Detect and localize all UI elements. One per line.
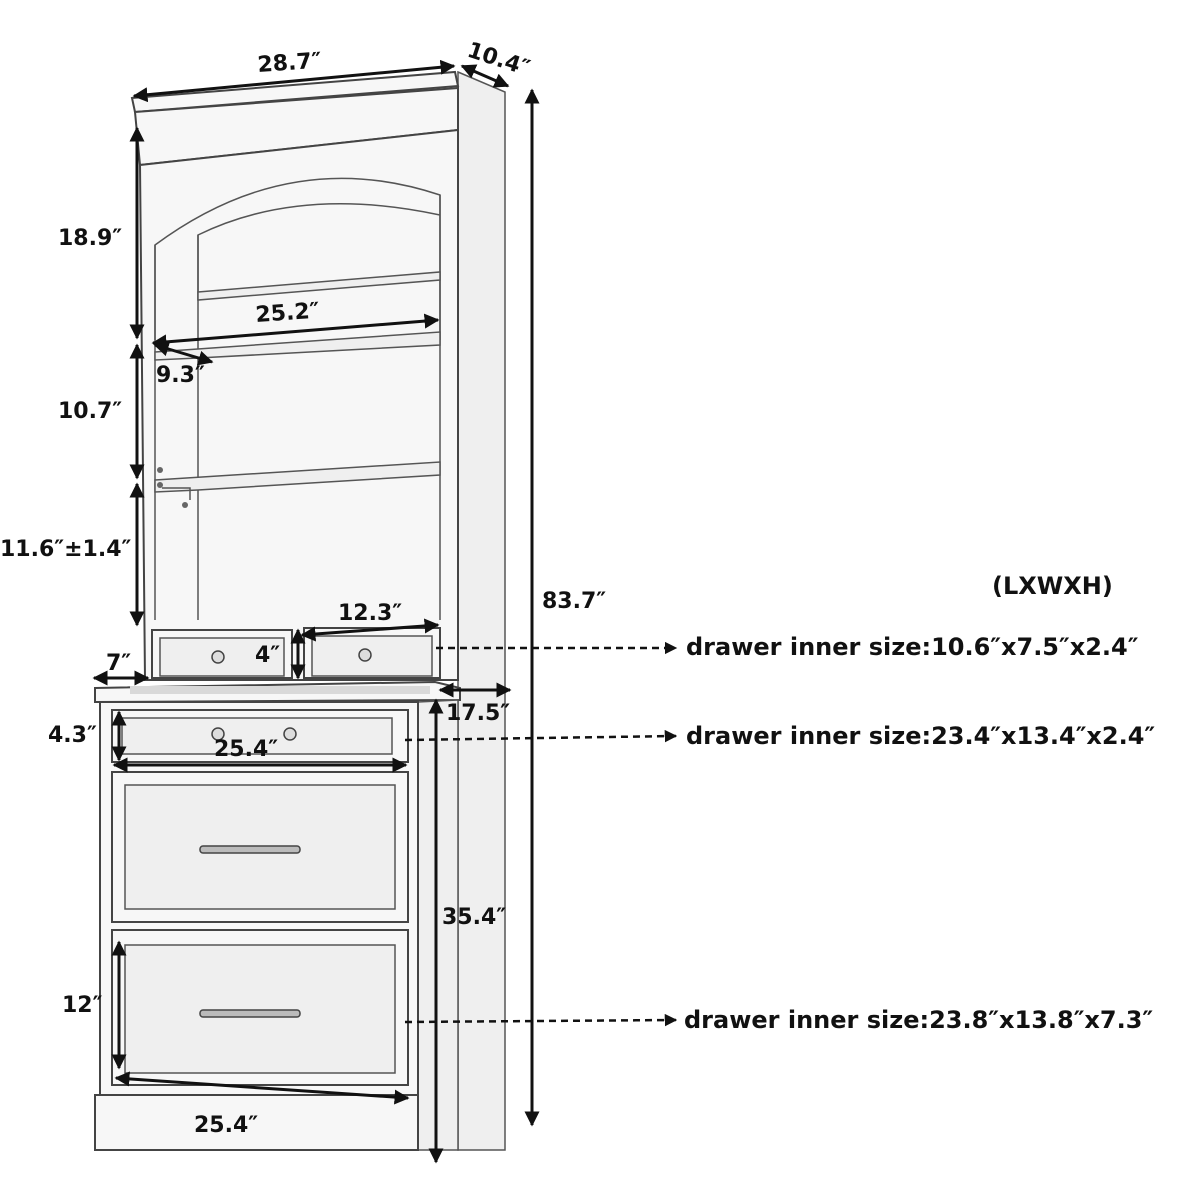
arrow-shelf-depth xyxy=(153,341,214,366)
small-drawer-right-front xyxy=(311,635,433,677)
arrow-bottom-drawer-width xyxy=(114,1071,410,1105)
label-top-drawer-height: 4.3″ xyxy=(48,723,97,748)
note-top-drawer-inner: drawer inner size:23.4″x13.4″x2.4″ xyxy=(686,722,1155,750)
label-top-drawer-width: 25.4″ xyxy=(214,737,278,762)
bottom-drawer-front xyxy=(124,944,396,1074)
cabinet-drawing xyxy=(94,70,506,1151)
label-total-height: 83.7″ xyxy=(542,589,606,614)
bottom-drawer-handle xyxy=(199,1009,301,1018)
label-bottom-drawer-width: 25.4″ xyxy=(194,1113,258,1138)
label-upper-opening: 18.9″ xyxy=(58,226,122,251)
top-drawer-knob-right xyxy=(283,727,297,741)
hutch-body xyxy=(138,128,459,681)
note-bottom-drawer-inner: drawer inner size:23.8″x13.8″x7.3″ xyxy=(684,1006,1153,1034)
shelf-adjustable xyxy=(154,461,441,493)
shelf-pin-bracket xyxy=(162,487,191,500)
top-drawer-knob-left xyxy=(211,727,225,741)
top-drawer-front xyxy=(121,717,393,755)
label-adjustable-opening: 11.6″±1.4″ xyxy=(0,537,132,562)
label-cabinet-depth: 17.5″ xyxy=(446,701,510,726)
arrow-top-depth xyxy=(460,64,510,88)
small-drawer-right-knob xyxy=(358,648,372,662)
arrow-shelf-width xyxy=(151,313,440,350)
hutch-arch xyxy=(154,177,441,340)
shelf-pin-hole xyxy=(157,482,163,488)
shelf-pin-hole xyxy=(182,502,188,508)
label-desk-overhang: 7″ xyxy=(106,651,131,676)
label-shelf-width: 25.2″ xyxy=(255,299,321,328)
small-drawer-left-knob xyxy=(211,650,225,664)
label-shelf-depth: 9.3″ xyxy=(156,363,205,388)
label-bottom-drawer-height: 12″ xyxy=(62,993,103,1018)
dimension-labels: 28.7″ 10.4″ 83.7″ 18.9″ 25.2″ 9.3″ 10.7″… xyxy=(0,38,606,1138)
leader-bottom-drawer xyxy=(404,1013,678,1027)
hutch-side-panel xyxy=(457,70,506,1151)
desk-top-surface xyxy=(130,686,430,694)
units-label: (LXWXH) xyxy=(992,572,1113,600)
hutch-arch-inner xyxy=(197,203,441,300)
label-top-depth: 10.4″ xyxy=(464,38,533,82)
label-cabinet-height: 35.4″ xyxy=(442,905,506,930)
leader-top-drawer xyxy=(404,729,678,743)
label-small-drawer-width: 12.3″ xyxy=(338,601,402,626)
dimension-arrows xyxy=(92,59,678,1164)
shelf-pin-hole xyxy=(157,467,163,473)
small-drawer-left-front xyxy=(159,637,285,677)
label-small-drawer-height: 4″ xyxy=(255,643,280,668)
notes: (LXWXH) drawer inner size:10.6″x7.5″x2.4… xyxy=(684,572,1155,1034)
middle-drawer-handle xyxy=(199,845,301,854)
shelf-upper xyxy=(197,271,441,301)
note-small-drawer-inner: drawer inner size:10.6″x7.5″x2.4″ xyxy=(686,633,1139,661)
label-middle-opening: 10.7″ xyxy=(58,399,122,424)
arrow-small-drawer-width xyxy=(300,618,440,642)
label-top-length: 28.7″ xyxy=(257,49,323,78)
arrow-top-length xyxy=(132,59,456,103)
